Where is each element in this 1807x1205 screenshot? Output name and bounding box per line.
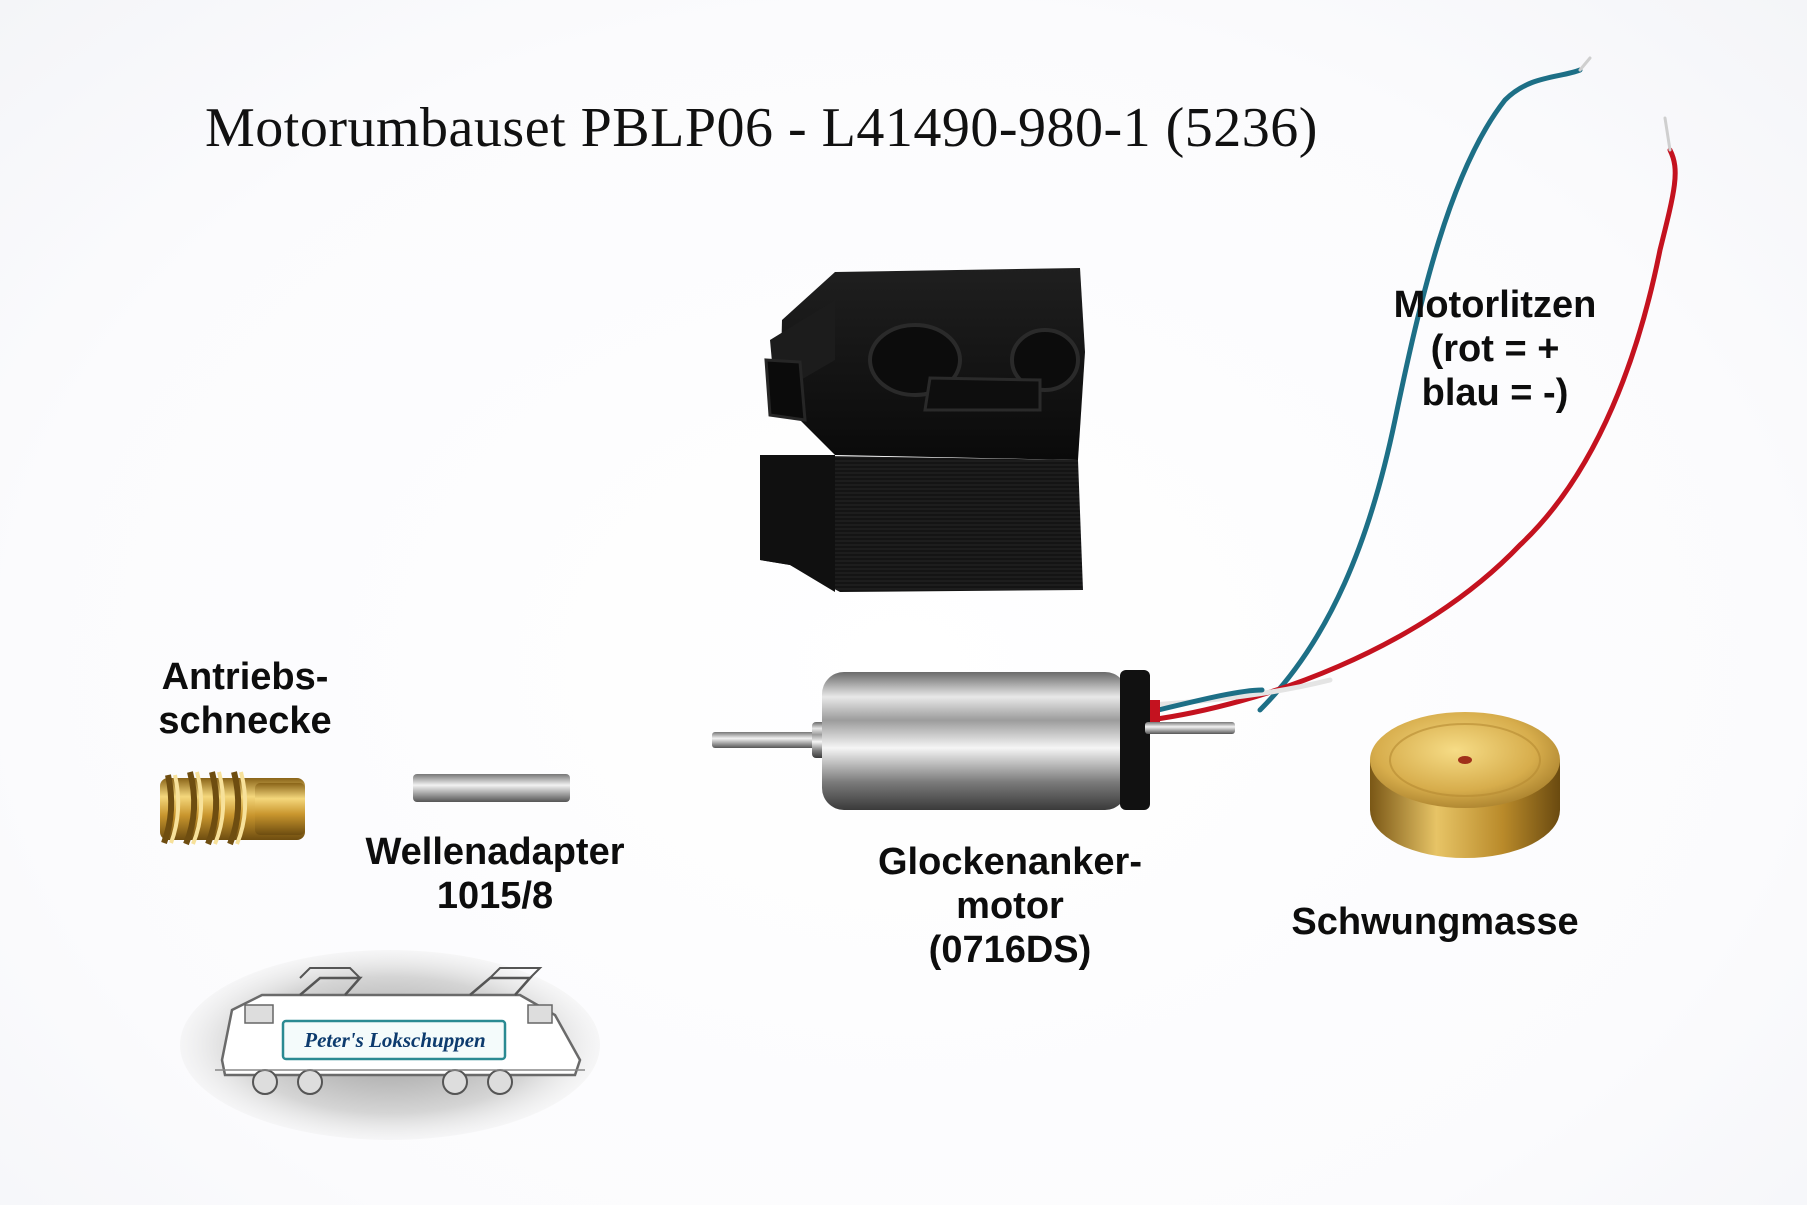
label-flywheel: Schwungmasse	[1265, 900, 1605, 944]
photo-title: Motorumbauset PBLP06 - L41490-980-1 (523…	[205, 97, 1318, 159]
label-coreless-motor-line3: (0716DS)	[928, 929, 1092, 971]
label-flywheel-line1: Schwungmasse	[1291, 901, 1579, 943]
label-motor-wires-line3: blau = -)	[1421, 372, 1569, 414]
label-motor-wires-line2: (rot = +	[1430, 328, 1560, 370]
label-drive-worm-line1: Antriebs-	[161, 656, 329, 698]
label-coreless-motor-line2: motor	[956, 885, 1064, 927]
peters-lokschuppen-logo	[180, 950, 600, 1140]
motor-wires	[1147, 56, 1678, 723]
shaft-adapter-pin	[413, 774, 570, 802]
label-drive-worm-line2: schnecke	[158, 700, 332, 742]
brass-flywheel	[1370, 712, 1560, 858]
motor-housing-block	[760, 268, 1085, 592]
label-motor-wires-line1: Motorlitzen	[1393, 284, 1597, 326]
label-coreless-motor: Glockenanker- motor (0716DS)	[840, 840, 1180, 972]
coreless-motor	[712, 670, 1235, 810]
label-drive-worm: Antriebs- schnecke	[130, 655, 360, 743]
label-shaft-adapter-line2: 1015/8	[436, 875, 554, 917]
brass-worm-gear	[160, 771, 305, 846]
logo-text: Peter's Lokschuppen	[304, 1028, 486, 1052]
label-coreless-motor-line1: Glockenanker-	[878, 841, 1142, 883]
label-shaft-adapter: Wellenadapter 1015/8	[340, 830, 650, 918]
label-motor-wires: Motorlitzen (rot = + blau = -)	[1365, 283, 1625, 415]
label-shaft-adapter-line1: Wellenadapter	[365, 831, 625, 873]
